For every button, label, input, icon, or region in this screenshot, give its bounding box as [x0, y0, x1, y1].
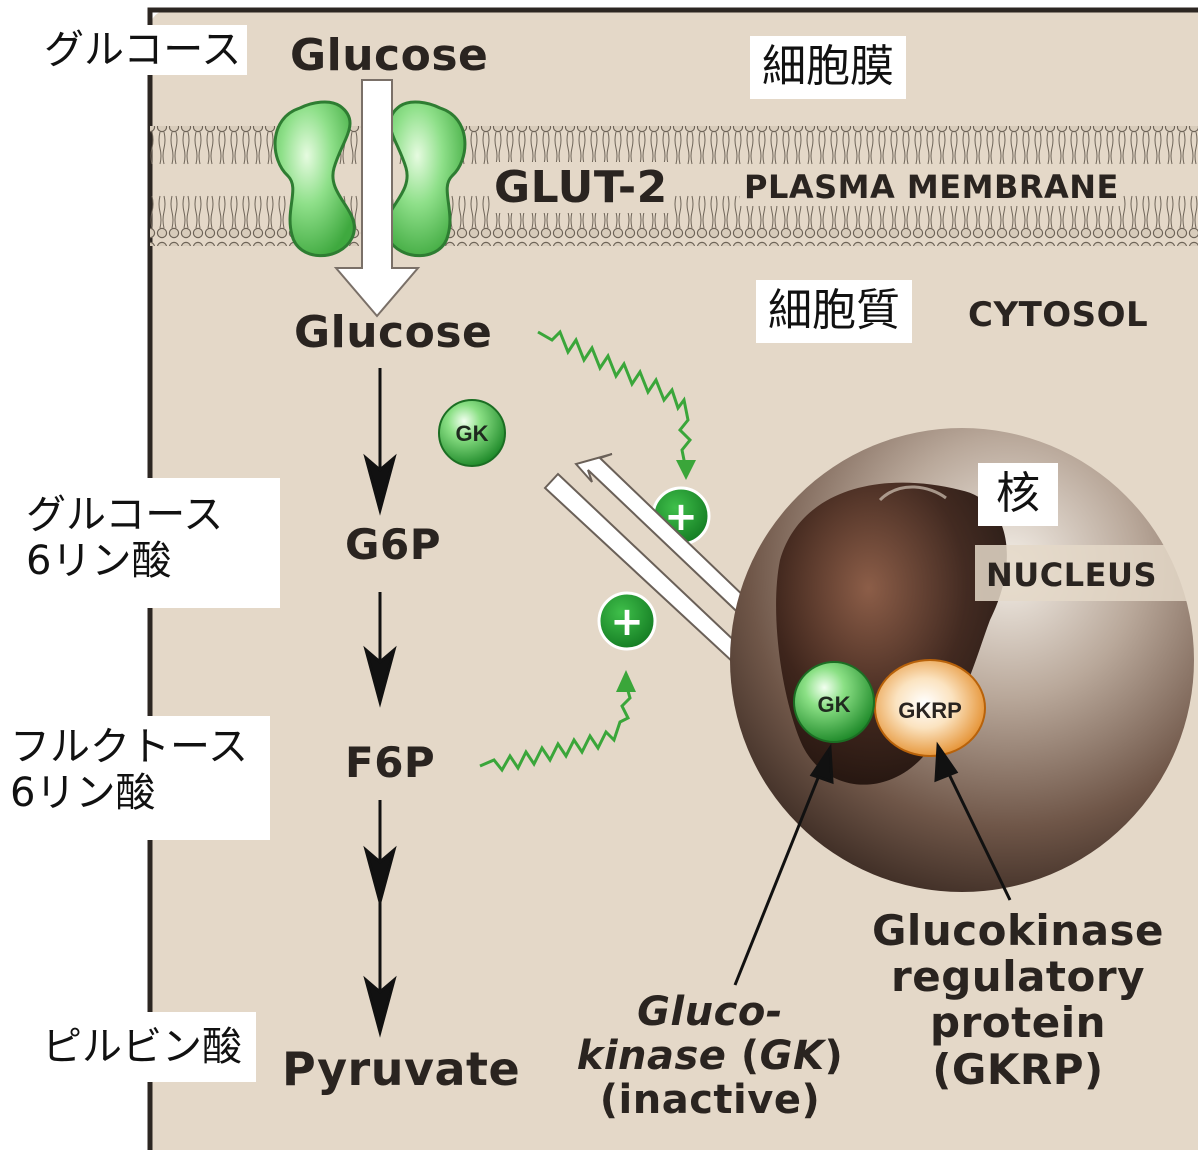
jp-f6p-label: フルクトース 6リン酸 [0, 716, 270, 840]
glucokinase-caption: Gluco- kinase (GK) (inactive) [560, 990, 860, 1122]
f6p-activation-signal [479, 670, 636, 773]
g6p-label: G6P [345, 520, 441, 569]
gkrp-caption: Glucokinase regulatory protein (GKRP) [858, 906, 1178, 1094]
glucokinase-caption-open-paren: ( [726, 1033, 760, 1079]
caption-pointers [733, 741, 1012, 986]
jp-nucleus-label: 核 [978, 463, 1058, 526]
glucose-activation-signal [537, 329, 696, 480]
glucose-inside-label: Glucose [294, 307, 493, 358]
gk-nuclear-label: GK [818, 692, 851, 717]
glucokinase-caption-line3: (inactive) [599, 1077, 821, 1123]
gkrp-caption-line1: Glucokinase [871, 906, 1165, 955]
gk-cytosolic: GK [438, 399, 506, 467]
plus-activator-f6p: + [597, 591, 657, 651]
f6p-label: F6P [345, 738, 436, 787]
glucokinase-caption-close-paren: ) [824, 1033, 844, 1079]
jp-pyruvate-label: ピルビン酸 [28, 1012, 256, 1082]
glut2-transporter [273, 100, 467, 258]
glucokinase-caption-line1: Gluco- [637, 989, 783, 1035]
gkrp-complex: GKRP [874, 659, 986, 757]
gkrp-label: GKRP [898, 698, 962, 723]
plus-label-2: + [610, 599, 644, 645]
jp-f6p-line1: フルクトース [10, 724, 248, 770]
nucleus-label: NUCLEUS [986, 556, 1158, 594]
glucokinase-caption-line2: kinase (GK) [560, 1034, 860, 1078]
glucokinase-caption-gk: GK [759, 1033, 825, 1079]
glucose-transport-arrow [333, 79, 421, 318]
jp-g6p-line1: グルコース [26, 492, 224, 538]
gk-nuclear: GK [793, 661, 875, 743]
glucose-outside-label: Glucose [290, 30, 489, 81]
glut2-label: GLUT-2 [490, 162, 672, 213]
gkrp-caption-line4: (GKRP) [932, 1044, 1104, 1094]
jp-g6p-line2: 6リン酸 [26, 538, 172, 584]
gkrp-caption-line2: regulatory [891, 952, 1145, 1002]
jp-cytosol-label: 細胞質 [756, 280, 912, 343]
jp-plasma-membrane-label: 細胞膜 [750, 36, 906, 99]
plasma-membrane-label: PLASMA MEMBRANE [740, 168, 1123, 206]
gkrp-caption-line3: protein [930, 998, 1106, 1048]
jp-f6p-line2: 6リン酸 [10, 770, 156, 816]
gk-label: GK [456, 421, 489, 446]
glucokinase-caption-kinase: kinase [576, 1033, 727, 1079]
jp-g6p-label: グルコース 6リン酸 [10, 478, 280, 608]
jp-glucose-label: グルコース [38, 25, 248, 75]
glycolysis-arrows [363, 368, 397, 1038]
cytosol-label: CYTOSOL [968, 295, 1149, 335]
pyruvate-label: Pyruvate [282, 1042, 521, 1096]
